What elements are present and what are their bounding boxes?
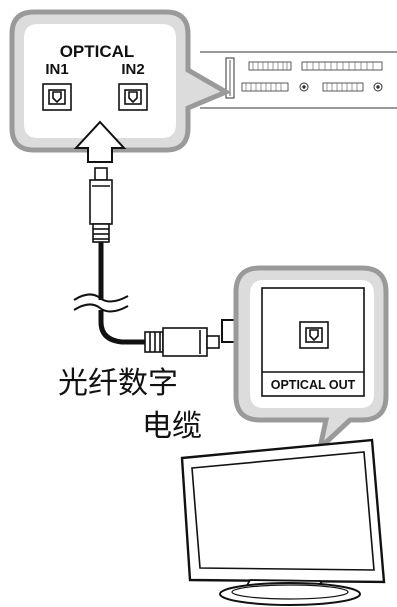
device-callout: OPTICAL IN1 IN2 [9,9,232,153]
tv-callout: OPTICAL OUT [233,265,389,456]
device-rear-panel [200,51,397,109]
optical-plug-top [89,167,113,243]
optical-plug-bottom [144,327,220,357]
optical-port-out [299,321,329,349]
optical-section-label: OPTICAL [60,42,135,61]
port-label-in1: IN1 [45,61,68,78]
optical-port-in1 [42,83,72,111]
port-label-in2: IN2 [121,61,144,78]
tv-set [180,438,386,606]
cable-caption-line1: 光纤数字 [58,366,178,401]
optical-out-label: OPTICAL OUT [271,378,356,392]
cable-caption-line2: 电缆 [142,409,202,444]
insert-arrow-up-icon [73,120,127,163]
optical-cable [73,167,220,357]
optical-port-in2 [118,83,148,111]
